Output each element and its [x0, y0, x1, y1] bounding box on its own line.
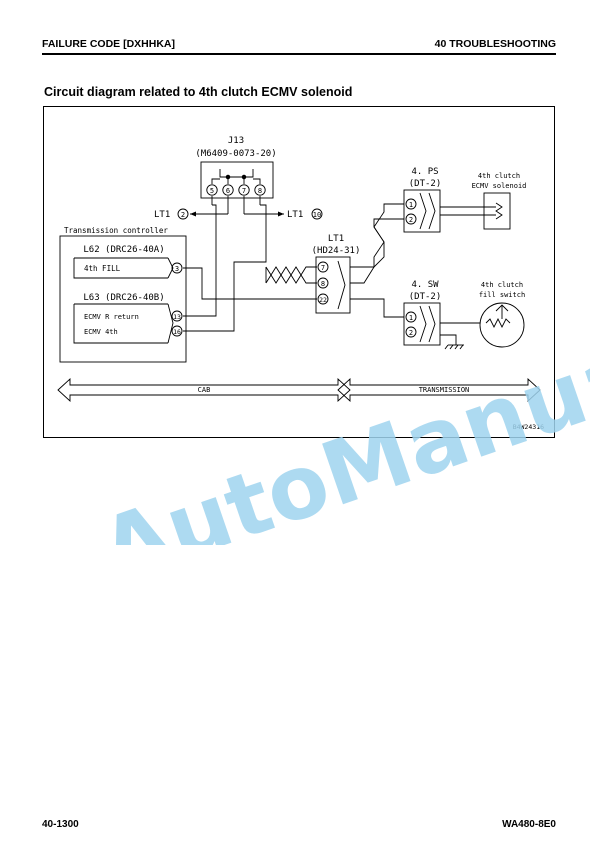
sw-pin-1: 1 — [405, 311, 417, 323]
ecmv-solenoid — [483, 192, 511, 230]
fill-switch — [479, 302, 525, 348]
diagram-frame: J13 (M6409-0073-20) 5 6 7 8 LT1 2 LT1 10… — [43, 106, 555, 438]
header-rule — [42, 53, 556, 55]
transmission-boundary-arrow: TRANSMISSION — [337, 377, 541, 403]
wire-twist-b — [265, 266, 317, 284]
svg-text:10: 10 — [313, 211, 321, 219]
l63-signal-ecmv-r-return: ECMV R return — [84, 313, 139, 321]
svg-text:2: 2 — [409, 216, 413, 224]
svg-text:8: 8 — [321, 280, 325, 288]
circuit-diagram: J13 (M6409-0073-20) 5 6 7 8 LT1 2 LT1 10… — [57, 136, 544, 431]
header-failure-code: FAILURE CODE [DXHHKA] — [42, 38, 175, 50]
j13-pin-8: 8 — [254, 184, 266, 196]
j13-pin-5: 5 — [206, 184, 218, 196]
svg-text:LT1: LT1 — [154, 210, 170, 220]
controller-label: Transmission controller — [64, 226, 168, 235]
wire-4th-fill — [183, 267, 317, 300]
l62-pin-3: 3 — [171, 262, 183, 274]
svg-text:7: 7 — [242, 187, 246, 195]
j13-name: J13 — [228, 136, 244, 146]
svg-text:8: 8 — [258, 187, 262, 195]
svg-text:16: 16 — [173, 328, 181, 336]
transmission-controller — [59, 235, 187, 363]
footer-model: WA480-8E0 — [502, 819, 556, 830]
sw-name: 4. SW — [411, 280, 439, 290]
j13-connector — [200, 161, 274, 199]
wire-ps-2 — [350, 218, 404, 284]
l63-signal-ecmv-4th: ECMV 4th — [84, 328, 118, 336]
svg-text:5: 5 — [210, 187, 214, 195]
header-section: 40 TROUBLESHOOTING — [434, 38, 556, 50]
wire-ps-1 — [350, 203, 404, 268]
sw-pin-2: 2 — [405, 326, 417, 338]
svg-text:CAB: CAB — [198, 386, 211, 394]
j13-short — [219, 169, 254, 178]
wire-sw-1 — [350, 298, 404, 318]
ps-part: (DT-2) — [409, 179, 442, 189]
j13-part: (M6409-0073-20) — [195, 149, 276, 159]
footer-page-number: 40-1300 — [42, 819, 79, 830]
lt1-name: LT1 — [328, 234, 344, 244]
sw-part: (DT-2) — [409, 292, 442, 302]
svg-text:1: 1 — [409, 314, 413, 322]
svg-text:LT1: LT1 — [287, 210, 303, 220]
svg-text:2: 2 — [181, 211, 185, 219]
l63-pin-13: 13 — [171, 310, 183, 322]
sw-connector — [403, 302, 441, 346]
svg-text:3: 3 — [175, 265, 179, 273]
lt1-left-ref: LT1 2 — [154, 208, 189, 220]
sw-device-line2: fill switch — [479, 291, 525, 299]
sw-device-line1: 4th clutch — [481, 281, 523, 289]
lt1-connector — [315, 256, 351, 314]
ps-device-line2: ECMV solenoid — [472, 182, 527, 190]
watermark-text: AutoManual — [88, 335, 590, 545]
l62-connector — [73, 258, 168, 279]
lt1-right-ref: LT1 10 — [287, 208, 323, 220]
svg-text:6: 6 — [226, 187, 230, 195]
svg-text:TRANSMISSION: TRANSMISSION — [419, 386, 470, 394]
lt1-part: (HD24-31) — [312, 246, 361, 256]
svg-text:13: 13 — [173, 313, 181, 321]
svg-text:1: 1 — [409, 201, 413, 209]
l63-name: L63 (DRC26-40B) — [83, 293, 164, 303]
svg-text:22: 22 — [319, 296, 327, 304]
watermark-logo: AutoManual — [88, 335, 590, 545]
ps-name: 4. PS — [411, 167, 438, 177]
wire-r-return — [183, 204, 217, 317]
figure-id: B4W24316 — [513, 423, 544, 431]
ps-pin-1: 1 — [405, 198, 417, 210]
wire-ecmv-4th — [183, 204, 267, 332]
j13-pin-6: 6 — [222, 184, 234, 196]
svg-text:7: 7 — [321, 264, 325, 272]
l63-pin-16: 16 — [171, 325, 183, 337]
lt1-pin-7: 7 — [317, 261, 329, 273]
j13-pin-7: 7 — [238, 184, 250, 196]
svg-text:2: 2 — [409, 329, 413, 337]
ps-device-line1: 4th clutch — [478, 172, 520, 180]
l62-name: L62 (DRC26-40A) — [83, 245, 164, 255]
ps-connector — [403, 189, 441, 233]
page-title: Circuit diagram related to 4th clutch EC… — [44, 85, 353, 99]
ps-pin-2: 2 — [405, 213, 417, 225]
l62-signal-4th-fill: 4th FILL — [84, 264, 121, 273]
cab-boundary-arrow: CAB — [57, 377, 351, 403]
lt1-pin-22: 22 — [317, 293, 329, 305]
lt1-pin-8: 8 — [317, 277, 329, 289]
